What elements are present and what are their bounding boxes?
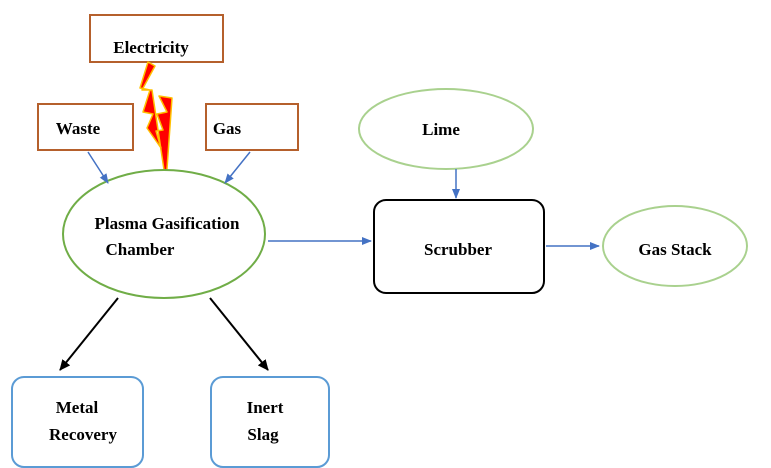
plasma-gasification-chamber-node: Plasma Gasification Chamber bbox=[62, 169, 266, 299]
metal-recovery-label-line1: Metal bbox=[56, 398, 99, 417]
scrubber-label: Scrubber bbox=[424, 240, 492, 259]
electricity-node: Electricity bbox=[89, 14, 224, 63]
chamber-label-line2: Chamber bbox=[106, 240, 175, 259]
electricity-label: Electricity bbox=[113, 38, 189, 57]
arrow-chamber-to-metal-recovery bbox=[59, 297, 119, 371]
chamber-label-line1: Plasma Gasification bbox=[95, 214, 241, 233]
gas-stack-node: Gas Stack bbox=[602, 205, 748, 287]
scrubber-node: Scrubber bbox=[373, 199, 545, 294]
metal-recovery-node: Metal Recovery bbox=[11, 376, 144, 468]
lime-node: Lime bbox=[358, 88, 534, 170]
arrow-gas-to-chamber bbox=[224, 151, 251, 184]
gas-input-label: Gas bbox=[213, 119, 242, 138]
lime-label: Lime bbox=[422, 120, 460, 139]
waste-node: Waste bbox=[37, 103, 134, 151]
lightning-bolt-icon bbox=[139, 61, 173, 184]
gas-stack-label: Gas Stack bbox=[638, 240, 712, 259]
arrow-waste-to-chamber bbox=[87, 151, 109, 184]
metal-recovery-label-line2: Recovery bbox=[49, 425, 117, 444]
inert-slag-label-line2: Slag bbox=[247, 425, 279, 444]
gas-input-node: Gas bbox=[205, 103, 299, 151]
inert-slag-label-line1: Inert bbox=[247, 398, 284, 417]
inert-slag-node: Inert Slag bbox=[210, 376, 330, 468]
arrow-chamber-to-inert-slag bbox=[209, 297, 269, 371]
waste-label: Waste bbox=[56, 119, 101, 138]
